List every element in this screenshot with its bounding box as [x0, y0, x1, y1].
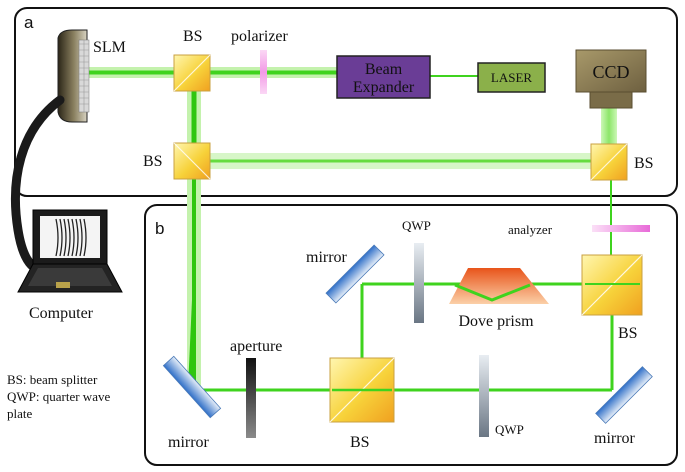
polarizer — [260, 50, 267, 94]
legend-line-3: plate — [7, 406, 32, 421]
computer-label: Computer — [29, 305, 94, 322]
beam-splitter-lower-right — [581, 254, 643, 316]
legend-line-2: QWP: quarter wave — [7, 389, 110, 404]
analyzer-label: analyzer — [508, 222, 553, 237]
mirror-left-label: mirror — [168, 434, 210, 451]
slm-device — [57, 29, 90, 123]
bs-top-label: BS — [183, 28, 203, 45]
laser-label: LASER — [491, 70, 533, 85]
beam-splitter-right — [590, 143, 628, 181]
aperture-label: aperture — [230, 338, 282, 355]
qwp-bottom-label: QWP — [495, 422, 524, 437]
beam-to-ccd — [601, 108, 617, 144]
slm-cable — [10, 95, 65, 275]
beam-expander-label-2: Expander — [353, 79, 415, 96]
bs-right-label: BS — [634, 155, 654, 172]
ccd-camera — [575, 49, 647, 109]
ccd-label: CCD — [592, 62, 629, 82]
dove-prism — [449, 268, 549, 304]
beam-expander-label-1: Beam — [365, 61, 403, 78]
laser-source — [477, 62, 546, 93]
bs-left-label: BS — [143, 153, 163, 170]
panel-b-frame — [144, 204, 678, 466]
computer-laptop — [17, 209, 123, 293]
polarizer-label: polarizer — [231, 28, 289, 45]
beam-expander — [336, 55, 431, 99]
mirror-right — [595, 366, 653, 424]
mirror-top — [325, 244, 385, 304]
mirror-right-label: mirror — [594, 430, 636, 447]
legend-line-1: BS: beam splitter — [7, 372, 98, 387]
dove-prism-label: Dove prism — [458, 313, 534, 330]
panel-a-label: a — [24, 13, 34, 32]
bs-lower-right-label: BS — [618, 325, 638, 342]
abbreviation-legend: BS: beam splitter QWP: quarter wave plat… — [7, 372, 110, 421]
analyzer — [592, 225, 650, 232]
slm-label: SLM — [93, 39, 126, 56]
qwp-bottom — [479, 355, 489, 437]
panel-a-frame — [14, 7, 678, 197]
beam-splitter-center — [329, 357, 395, 423]
beam-splitter-left — [173, 142, 211, 180]
beam-splitter-top — [173, 54, 211, 92]
qwp-top-label: QWP — [402, 218, 431, 233]
bs-center-label: BS — [350, 434, 370, 451]
aperture — [246, 358, 256, 438]
panel-b-label: b — [155, 219, 164, 238]
mirror-left — [162, 355, 222, 419]
fringe-pattern-icon — [55, 218, 87, 257]
qwp-top — [414, 243, 424, 323]
mirror-top-label: mirror — [306, 249, 348, 266]
